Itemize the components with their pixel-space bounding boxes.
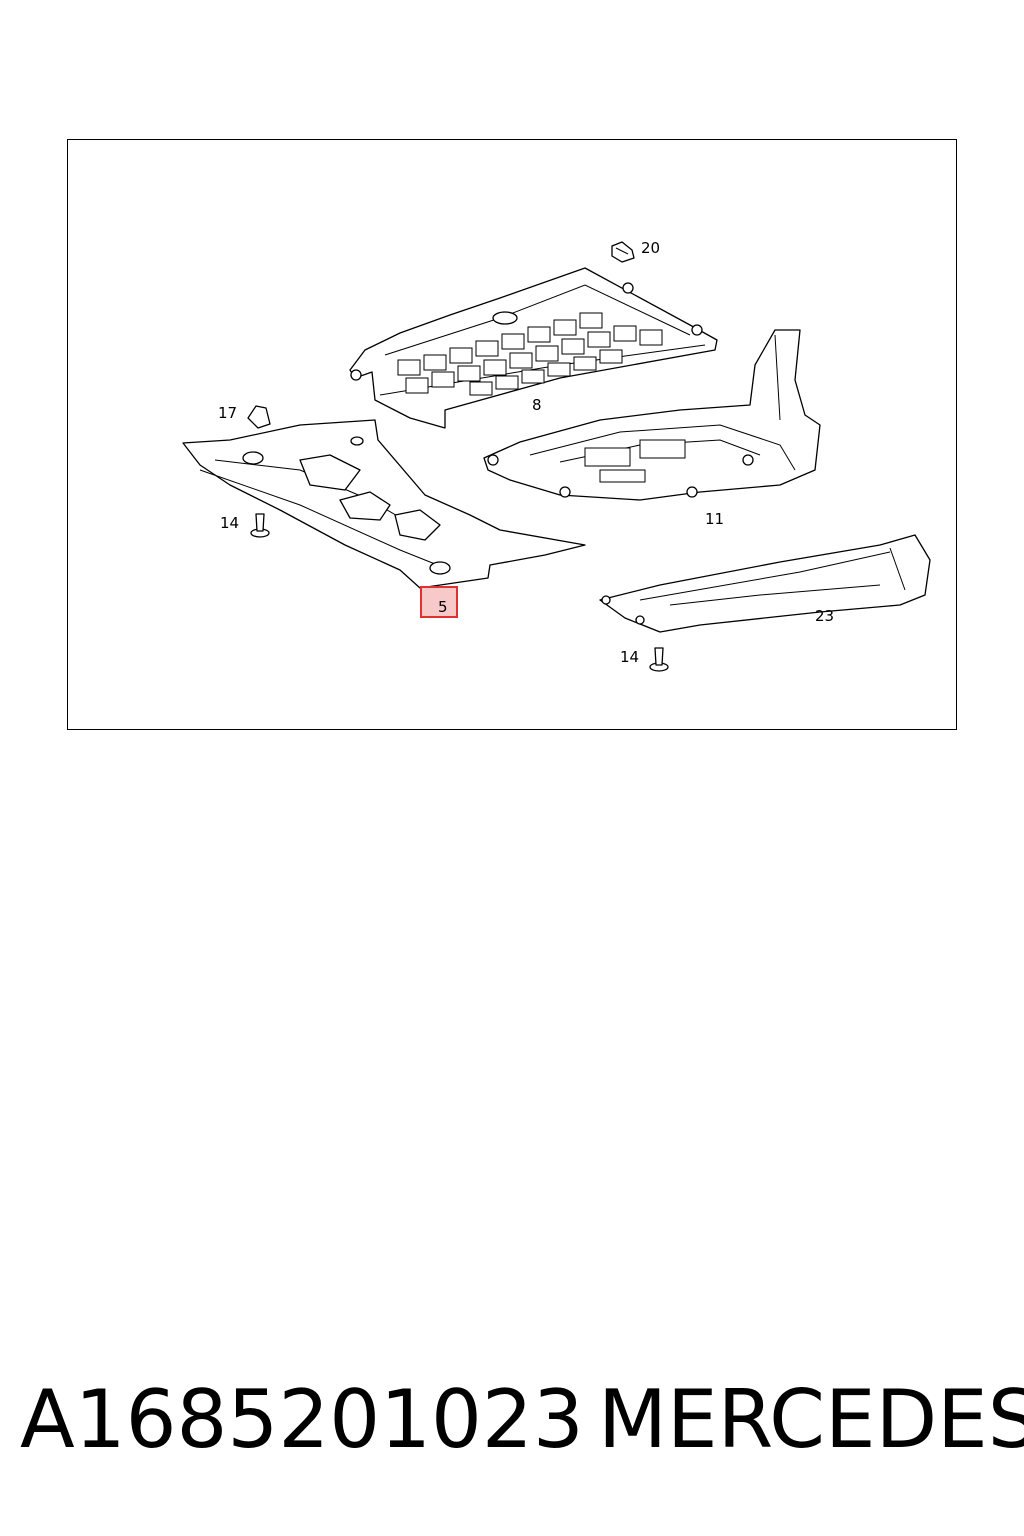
- part-11-panel[interactable]: [483, 329, 821, 501]
- part-23-panel[interactable]: [599, 534, 931, 633]
- part-14-screw-right[interactable]: [649, 647, 669, 672]
- callout-11: 11: [705, 510, 724, 528]
- callout-14-right: 14: [620, 648, 639, 666]
- part-14-screw-left[interactable]: [250, 513, 270, 538]
- brand-name: MERCEDES: [598, 1373, 1024, 1466]
- callout-8: 8: [532, 396, 542, 414]
- part-5-panel[interactable]: [182, 419, 586, 589]
- part-number: A1685201023: [20, 1373, 584, 1466]
- callout-17: 17: [218, 404, 237, 422]
- callout-20: 20: [641, 239, 660, 257]
- highlight-box: [420, 586, 458, 618]
- callout-23: 23: [815, 607, 834, 625]
- bottom-caption: A1685201023 MERCEDES: [0, 1370, 1024, 1470]
- part-17-clip[interactable]: [247, 405, 271, 429]
- callout-5: 5: [438, 598, 448, 616]
- parts-diagram: 20 8 17 14 11 5 23 14: [182, 239, 931, 672]
- callout-14-left: 14: [220, 514, 239, 532]
- part-8-panel[interactable]: [349, 267, 718, 429]
- part-20-clip[interactable]: [611, 241, 635, 263]
